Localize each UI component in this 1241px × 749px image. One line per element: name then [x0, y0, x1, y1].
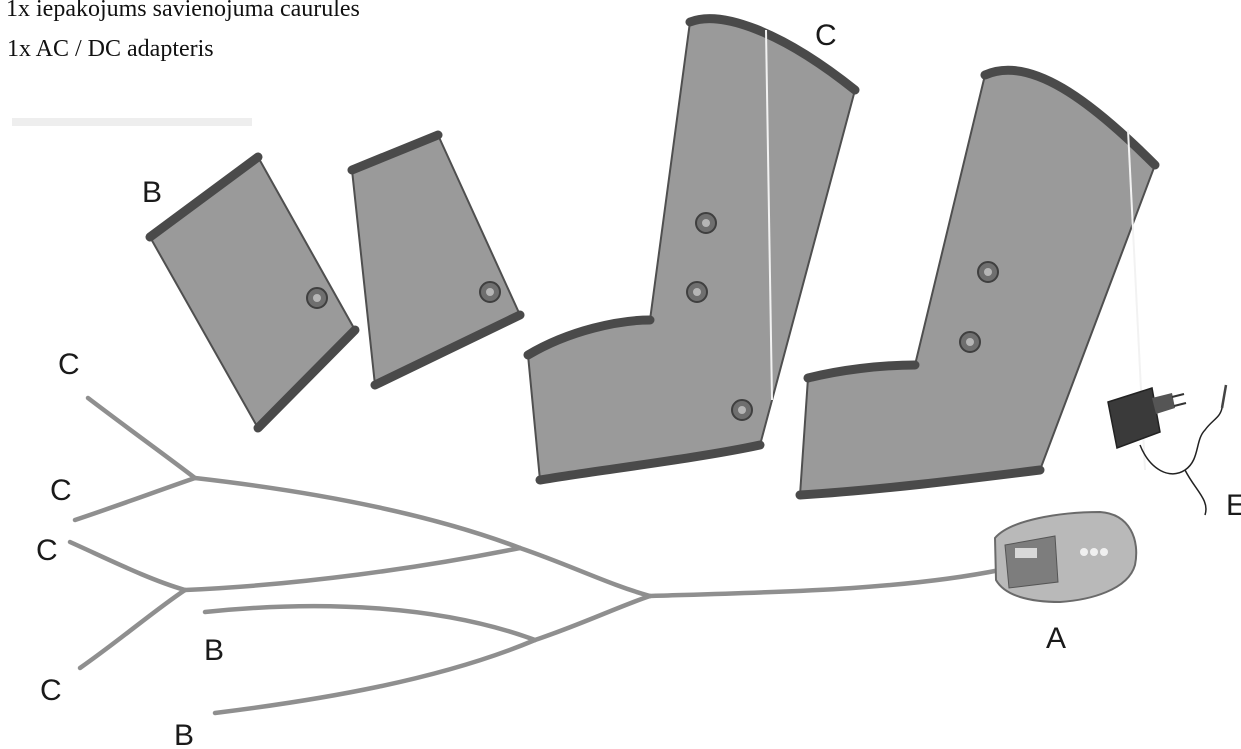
leg-cuff-right-valve-2	[960, 332, 980, 352]
leg-cuff-right	[800, 70, 1155, 495]
tube-junction-cc	[520, 548, 650, 596]
arm-cuff-left	[150, 157, 355, 428]
ac-dc-adapter	[1108, 385, 1226, 515]
arm-cuff-right	[352, 135, 520, 385]
tube-main	[650, 570, 1000, 596]
leg-cuff-left-valve-3	[732, 400, 752, 420]
tube-branch-lower	[185, 548, 520, 590]
adapter-plug-base	[1152, 393, 1175, 414]
controller-unit	[995, 512, 1136, 602]
label-tube-c-third: C	[36, 534, 58, 567]
label-tube-c-bottom: C	[40, 674, 62, 707]
tube-c4	[80, 590, 185, 668]
adapter-body	[1108, 388, 1160, 448]
arm-cuff-left-valve	[307, 288, 327, 308]
label-tube-c-top: C	[58, 348, 80, 381]
leg-cuff-left-valve-1	[696, 213, 716, 233]
tube-branch-upper	[195, 478, 520, 548]
controller-button-1	[1080, 548, 1088, 556]
label-arm-cuff: B	[142, 176, 162, 209]
controller-button-3	[1100, 548, 1108, 556]
leg-cuff-left-valve-2	[687, 282, 707, 302]
arm-cuff-right-body	[352, 135, 520, 385]
label-tube-c-second: C	[50, 474, 72, 507]
leg-cuff-right-valve-1	[978, 262, 998, 282]
adapter-pin-2	[1174, 403, 1186, 406]
tube-c3	[70, 542, 185, 590]
adapter-pin-1	[1172, 394, 1184, 397]
tube-c1	[88, 398, 195, 478]
leg-cuff-right-body	[800, 70, 1155, 495]
adapter-connector	[1222, 385, 1226, 408]
label-adapter: E	[1226, 489, 1241, 522]
label-leg-cuff: C	[815, 19, 837, 52]
label-controller: A	[1046, 622, 1066, 655]
controller-button-2	[1090, 548, 1098, 556]
controller-display	[1005, 536, 1058, 588]
label-tube-b-upper: B	[204, 634, 224, 667]
arm-cuff-right-valve	[480, 282, 500, 302]
controller-screen	[1015, 548, 1037, 558]
tube-junction-bb	[535, 596, 650, 640]
tube-b2	[215, 640, 535, 713]
tube-b1	[205, 606, 535, 640]
tube-c2	[75, 478, 195, 520]
label-tube-b-lower: B	[174, 719, 194, 749]
faded-text-smudge	[12, 118, 252, 126]
